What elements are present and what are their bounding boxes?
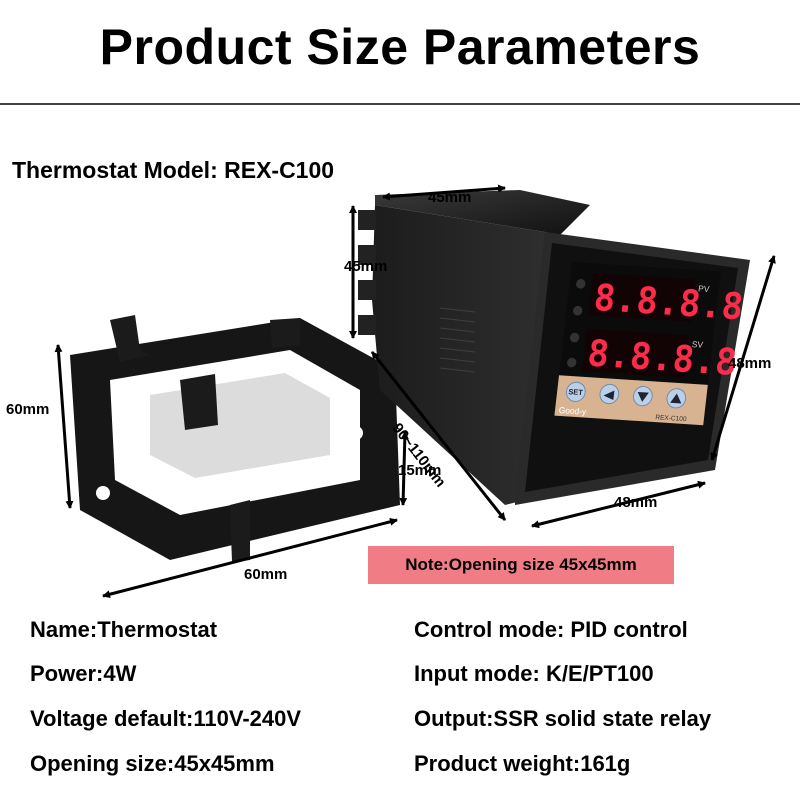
model-print: REX-C100: [655, 414, 687, 423]
mounting-bracket: [70, 315, 400, 562]
spec-weight: Product weight:161g: [414, 751, 631, 776]
spec-voltage: Voltage default:110V-240V: [30, 706, 302, 731]
opening-size-note: Note:Opening size 45x45mm: [368, 546, 674, 584]
arrow-bracket-height: [54, 344, 74, 509]
brand-label: Good-y: [558, 405, 587, 417]
spec-opening-size: Opening size:45x45mm: [30, 751, 275, 776]
up-arrow-icon: [670, 393, 682, 404]
front-panel: 8.8.8.8 PV 8.8.8.8 SV SET Good-y REX-C10…: [554, 262, 745, 426]
down-button[interactable]: [632, 386, 653, 407]
dim-bracket-width: 60mm: [244, 566, 288, 583]
dim-right-height: 48mm: [728, 355, 772, 372]
arrow-right-height: [710, 255, 776, 461]
arrow-top-width: [382, 184, 506, 201]
dim-left-height: 45mm: [344, 258, 388, 275]
arrow-front-width: [531, 480, 706, 529]
spec-input-mode: Input mode: K/E/PT100: [414, 661, 654, 686]
indicator-leds: [567, 279, 586, 368]
button-strip: [554, 375, 708, 426]
svg-text:SET: SET: [568, 387, 584, 397]
shift-icon: [603, 390, 615, 401]
down-arrow-icon: [637, 391, 649, 402]
arrow-bracket-width: [102, 517, 398, 599]
dimension-arrows: [54, 184, 776, 599]
page-title: Product Size Parameters: [99, 19, 701, 75]
dim-bracket-height: 60mm: [6, 401, 50, 418]
title-divider: [0, 103, 800, 105]
sv-label: SV: [691, 339, 704, 350]
up-button[interactable]: [666, 388, 687, 409]
spec-control-mode: Control mode: PID control: [414, 617, 688, 642]
spec-name: Name:Thermostat: [30, 617, 218, 642]
model-label: Thermostat Model: REX-C100: [12, 157, 335, 183]
arrow-bracket-tab: [399, 431, 409, 506]
spec-power: Power:4W: [30, 661, 137, 686]
dim-top-width: 45mm: [428, 189, 472, 206]
pv-label: PV: [698, 283, 711, 294]
dim-front-width: 48mm: [614, 494, 658, 511]
set-button[interactable]: SET: [565, 381, 586, 402]
dim-bracket-tab: 15mm: [398, 462, 442, 479]
arrow-depth: [370, 351, 507, 521]
spec-output: Output:SSR solid state relay: [414, 706, 712, 731]
shift-button[interactable]: [599, 383, 620, 405]
